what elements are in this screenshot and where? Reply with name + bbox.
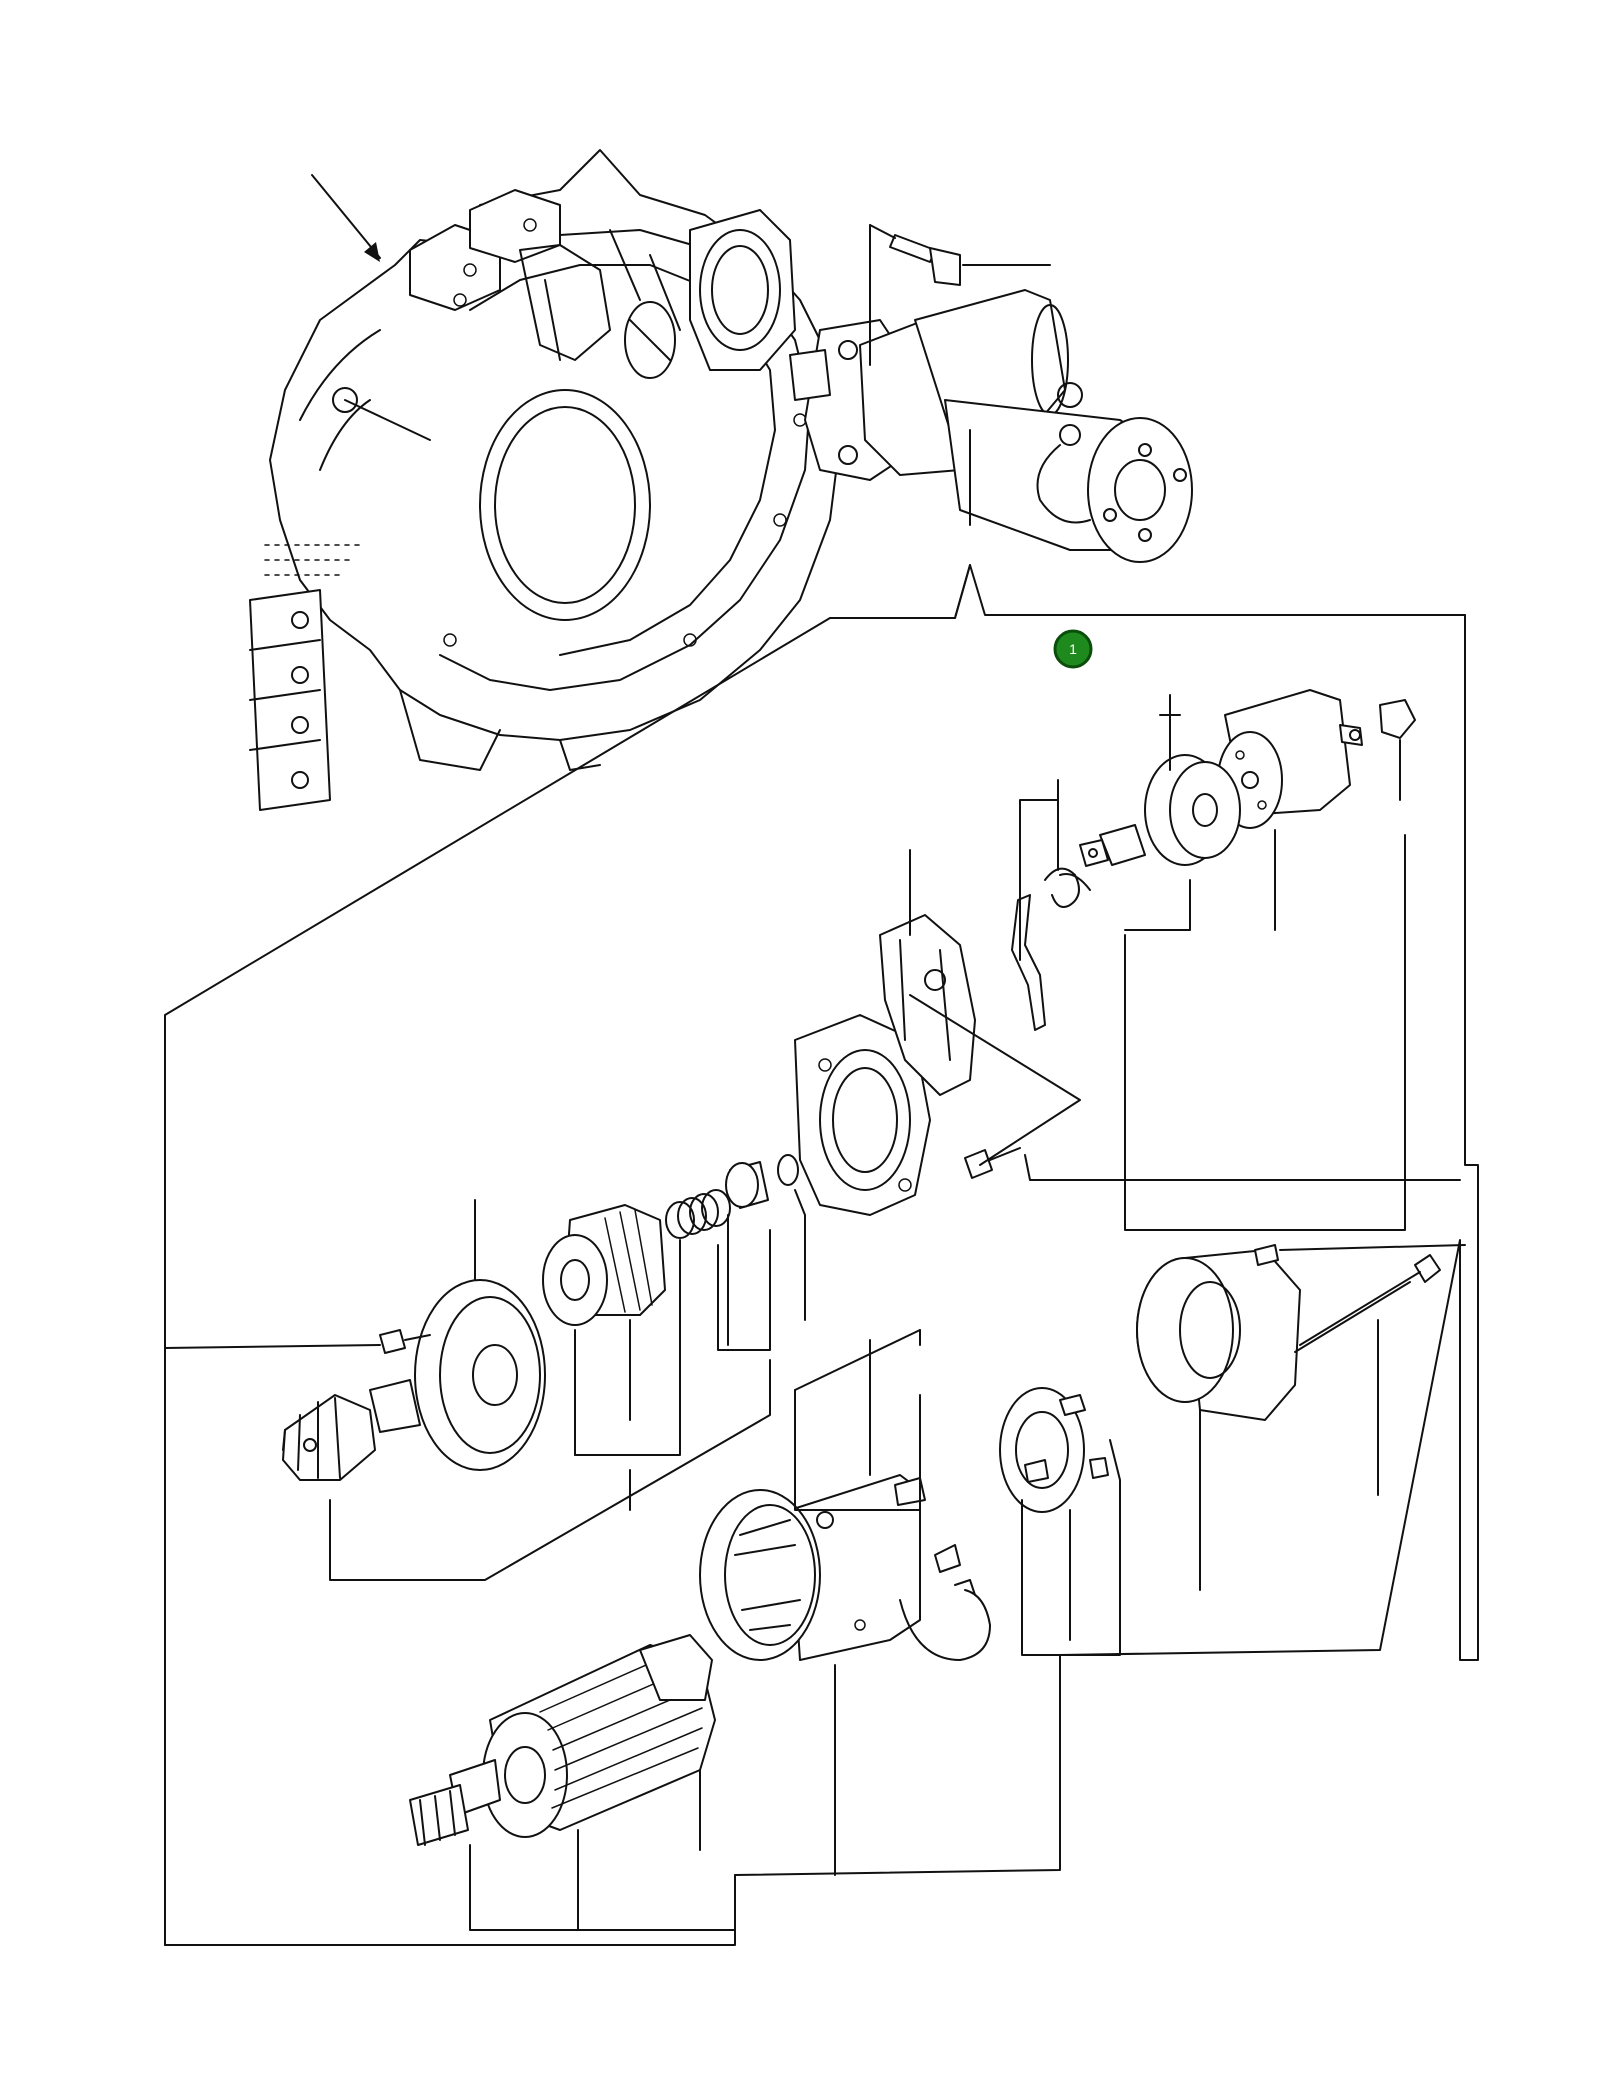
drive-housing [794, 849, 1461, 1216]
brush-holder-parts [999, 1244, 1466, 1656]
clutch-parts [164, 1154, 806, 1581]
yoke-assembly [699, 1329, 991, 1876]
callout-1-marker[interactable] [1053, 629, 1093, 669]
callout-1[interactable]: 1 [1053, 629, 1093, 669]
armature [409, 1634, 736, 1931]
solenoid-parts [1011, 689, 1416, 1231]
starter-assembly [789, 224, 1193, 563]
frame-leaders [164, 614, 1466, 1946]
callout-1-label: 1 [1069, 641, 1077, 657]
flywheel-housing [249, 149, 841, 811]
